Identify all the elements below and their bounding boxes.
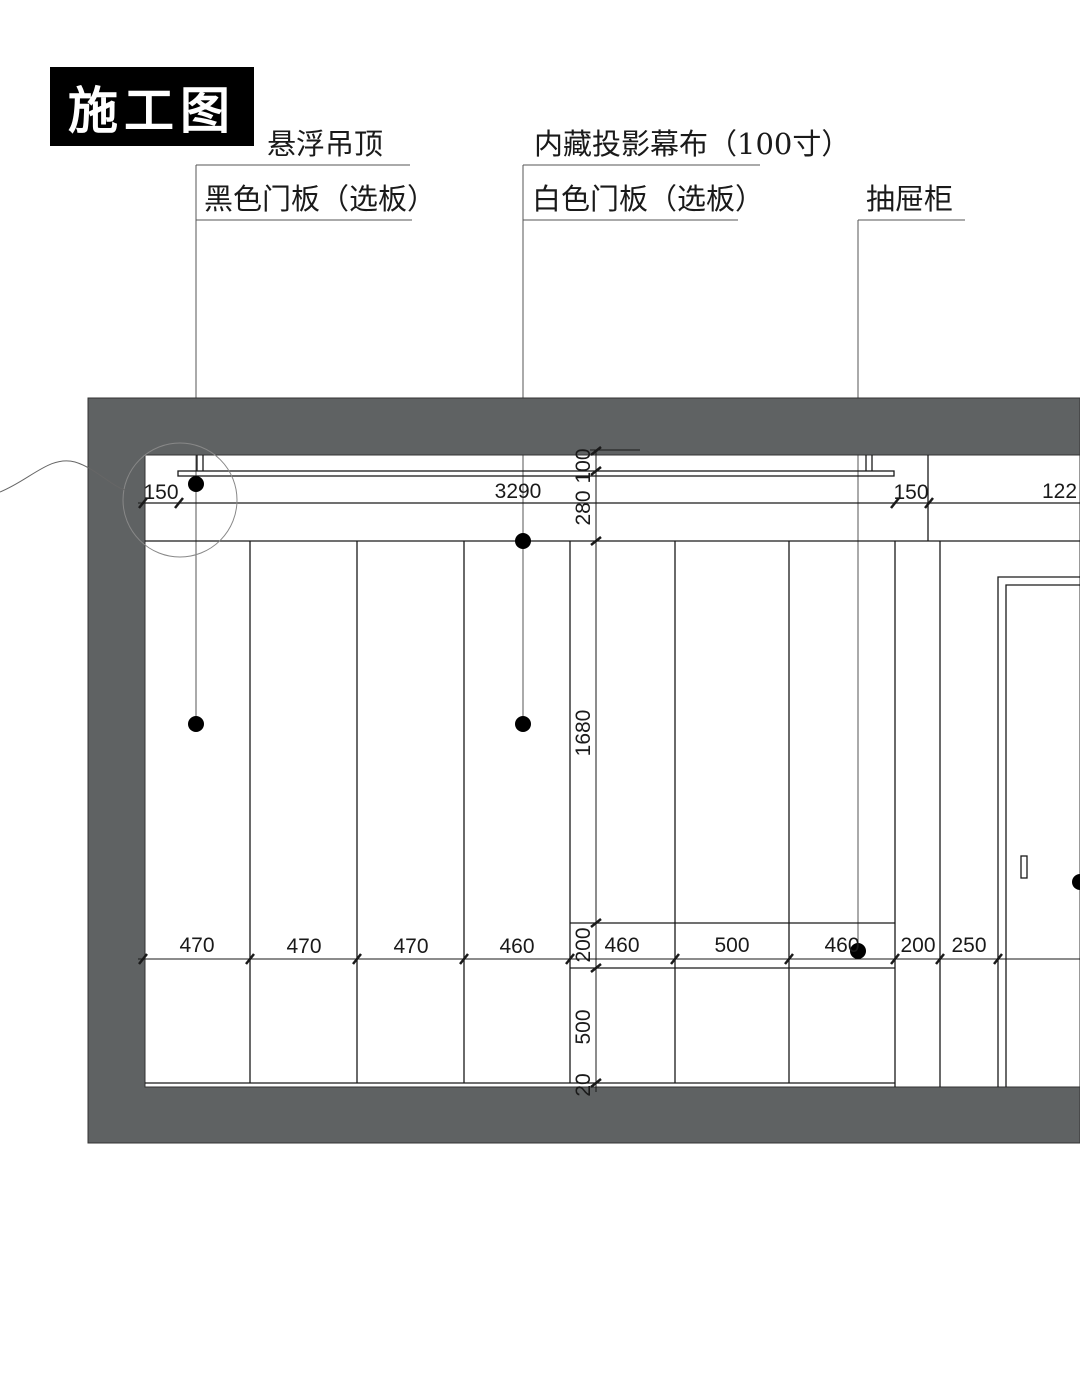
callout-white-door-panel: 白色门板（选板） — [532, 182, 765, 216]
detail-circle — [122, 442, 238, 558]
cabinet-elevation — [145, 455, 1080, 1087]
callout-hidden-projection-screen: 内藏投影幕布（100寸） — [534, 127, 851, 161]
callout-black-door-panel: 黑色门板（选板） — [204, 182, 437, 216]
dim-vert-20: 20 — [572, 1073, 595, 1096]
callout-drawer-cabinet: 抽屉柜 — [866, 182, 954, 216]
dim-panel-6: 500 — [714, 934, 749, 957]
dim-top-left-150: 150 — [143, 481, 178, 504]
detail-leader-curve — [0, 460, 126, 493]
leader-dots — [188, 476, 1080, 959]
wall-frame — [87, 397, 1080, 1144]
dim-panel-3: 470 — [393, 935, 428, 958]
dim-vert-200: 200 — [572, 927, 595, 962]
dim-panel-4: 460 — [499, 935, 534, 958]
dim-panel-5: 460 — [604, 934, 639, 957]
dim-top-span: 3290 — [495, 480, 542, 503]
dim-panel-1: 470 — [179, 934, 214, 957]
dim-panel-7: 460 — [824, 934, 859, 957]
dim-top-right-150: 150 — [893, 481, 928, 504]
leader-lines — [195, 164, 965, 951]
dim-panel-2: 470 — [286, 935, 321, 958]
dim-vert-1680: 1680 — [572, 710, 595, 757]
drawing-title: 施工图 — [50, 67, 254, 146]
dimension-lines — [138, 446, 1080, 1092]
callout-suspended-ceiling: 悬浮吊顶 — [267, 127, 384, 161]
dim-vert-100: 100 — [572, 448, 595, 483]
dim-vert-280: 280 — [572, 490, 595, 525]
dim-top-far-right: 122 — [1042, 480, 1077, 503]
dim-vert-500: 500 — [572, 1009, 595, 1044]
dim-panel-9: 250 — [951, 934, 986, 957]
dim-panel-8: 200 — [900, 934, 935, 957]
